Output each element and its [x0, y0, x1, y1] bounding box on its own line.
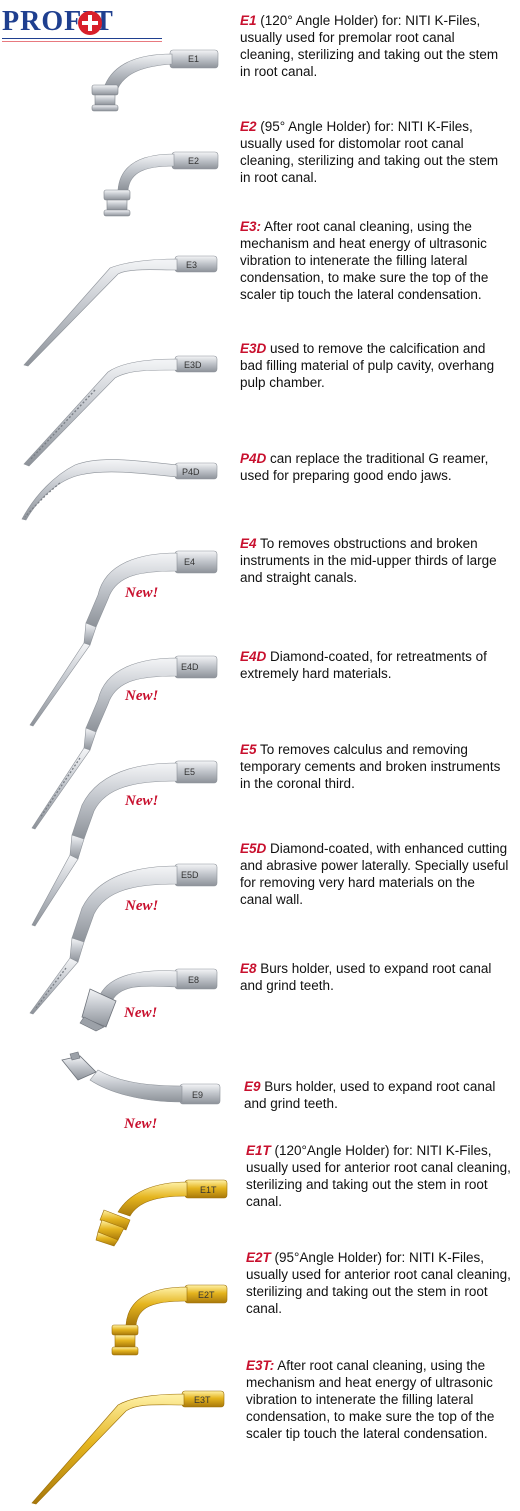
- description-e5d: E5D Diamond-coated, with enhanced cuttin…: [240, 840, 510, 908]
- description-text-e8: Burs holder, used to expand root canal a…: [240, 961, 492, 993]
- tip-e9-code: E9: [192, 1090, 203, 1100]
- tip-e3-image: E3: [23, 255, 218, 367]
- description-text-e3d: used to remove the calcification and bad…: [240, 341, 495, 390]
- tip-e1: E1: [0, 40, 230, 125]
- code-label-e3t: E3T:: [246, 1358, 275, 1373]
- tip-e1-image: E1: [91, 49, 219, 112]
- description-p4d: P4D can replace the traditional G reamer…: [240, 450, 510, 484]
- tip-e3t-image: E3T: [31, 1390, 225, 1505]
- tip-e1t-image: E1T: [95, 1179, 228, 1247]
- tip-p4d-code: P4D: [182, 467, 200, 477]
- code-label-e3d: E3D: [240, 341, 267, 356]
- tip-e4d-code: E4D: [181, 662, 199, 672]
- tip-e5: E5 New!: [0, 755, 230, 930]
- description-text-e1: (120° Angle Holder) for: NITI K-Files, u…: [240, 13, 499, 79]
- tip-e8-image: E8: [79, 968, 218, 1032]
- tip-e3t-code: E3T: [194, 1395, 211, 1405]
- description-e4d: E4D Diamond-coated, for retreatments of …: [240, 648, 510, 682]
- tip-e2t: E2T: [0, 1275, 230, 1370]
- description-text-e3t: After root canal cleaning, using the mec…: [246, 1358, 495, 1441]
- code-label-e2t: E2T: [246, 1250, 271, 1265]
- tip-p4d: P4D: [0, 455, 230, 525]
- tip-e5d-code: E5D: [181, 870, 199, 880]
- tip-e4: E4 New!: [0, 545, 230, 730]
- description-e3: E3: After root canal cleaning, using the…: [240, 218, 510, 303]
- description-text-e1t: (120°Angle Holder) for: NITI K-Files, us…: [246, 1143, 511, 1209]
- tip-e1t-code: E1T: [200, 1185, 217, 1195]
- code-label-p4d: P4D: [240, 451, 267, 466]
- code-label-e4: E4: [240, 536, 257, 551]
- tip-e5d-image: E5D: [29, 863, 218, 1015]
- description-e8: E8 Burs holder, used to expand root cana…: [240, 960, 510, 994]
- tip-e3d: E3D: [0, 350, 230, 470]
- code-label-e4d: E4D: [240, 649, 267, 664]
- profit-logo: PROFIT: [0, 0, 175, 46]
- description-text-e3: After root canal cleaning, using the mec…: [240, 219, 489, 302]
- tip-e2-code: E2: [188, 156, 199, 166]
- tip-e3t: E3T: [0, 1385, 230, 1507]
- tip-e4-image: E4: [29, 550, 218, 727]
- new-label-e9: New!: [124, 1116, 158, 1132]
- description-e2: E2 (95° Angle Holder) for: NITI K-Files,…: [240, 118, 510, 186]
- tip-e1t: E1T: [0, 1168, 230, 1253]
- description-text-e5: To removes calculus and removing tempora…: [240, 742, 501, 791]
- tip-p4d-image: P4D: [21, 459, 218, 521]
- tip-e2: E2: [0, 140, 230, 240]
- tip-e3-code: E3: [186, 260, 197, 270]
- tip-e4d: E4D New!: [0, 650, 230, 835]
- code-label-e1: E1: [240, 13, 257, 28]
- description-e4: E4 To removes obstructions and broken in…: [240, 535, 510, 586]
- new-label-e4d: New!: [125, 688, 159, 704]
- tip-e8: E8 New!: [0, 965, 230, 1035]
- description-e5: E5 To removes calculus and removing temp…: [240, 741, 510, 792]
- tip-e3d-image: E3D: [23, 355, 218, 467]
- tip-e2-image: E2: [103, 151, 219, 217]
- description-e9: E9 Burs holder, used to expand root cana…: [244, 1078, 514, 1112]
- description-text-e4: To removes obstructions and broken instr…: [240, 536, 497, 585]
- medical-cross-icon: [78, 11, 102, 35]
- new-label-e5d: New!: [125, 898, 159, 914]
- description-text-e9: Burs holder, used to expand root canal a…: [244, 1079, 496, 1111]
- new-label-e4: New!: [125, 585, 159, 601]
- tip-e2t-image: E2T: [111, 1284, 228, 1356]
- description-e1t: E1T (120°Angle Holder) for: NITI K-Files…: [246, 1142, 516, 1210]
- tip-e1-code: E1: [188, 54, 199, 64]
- description-e2t: E2T (95°Angle Holder) for: NITI K-Files,…: [246, 1249, 516, 1317]
- tip-e9-image: E9: [61, 1051, 221, 1105]
- code-label-e5d: E5D: [240, 841, 267, 856]
- description-text-e2t: (95°Angle Holder) for: NITI K-Files, usu…: [246, 1250, 511, 1316]
- new-label-e8: New!: [124, 1005, 158, 1021]
- code-label-e2: E2: [240, 119, 257, 134]
- tip-e3: E3: [0, 250, 230, 370]
- code-label-e5: E5: [240, 742, 257, 757]
- tip-e8-code: E8: [188, 975, 199, 985]
- code-label-e9: E9: [244, 1079, 261, 1094]
- tip-e5-image: E5: [31, 760, 218, 927]
- tip-e3d-code: E3D: [184, 360, 202, 370]
- description-text-e5d: Diamond-coated, with enhanced cutting an…: [240, 841, 509, 907]
- description-text-e2: (95° Angle Holder) for: NITI K-Files, us…: [240, 119, 499, 185]
- description-e3t: E3T: After root canal cleaning, using th…: [246, 1357, 516, 1442]
- tip-e2t-code: E2T: [198, 1290, 215, 1300]
- description-e1: E1 (120° Angle Holder) for: NITI K-Files…: [240, 12, 510, 80]
- tip-e5-code: E5: [184, 767, 195, 777]
- logo-underline: [2, 38, 162, 39]
- code-label-e3: E3:: [240, 219, 262, 234]
- description-text-p4d: can replace the traditional G reamer, us…: [240, 451, 489, 483]
- tip-e5d: E5D New!: [0, 858, 230, 1018]
- tip-e9: E9 New!: [0, 1050, 230, 1135]
- description-text-e4d: Diamond-coated, for retreatments of extr…: [240, 649, 487, 681]
- code-label-e1t: E1T: [246, 1143, 271, 1158]
- description-e3d: E3D used to remove the calcification and…: [240, 340, 510, 391]
- code-label-e8: E8: [240, 961, 257, 976]
- logo-underline-accent: [2, 41, 162, 42]
- tip-e4d-image: E4D: [31, 655, 218, 830]
- new-label-e5: New!: [125, 793, 159, 809]
- tip-e4-code: E4: [184, 557, 195, 567]
